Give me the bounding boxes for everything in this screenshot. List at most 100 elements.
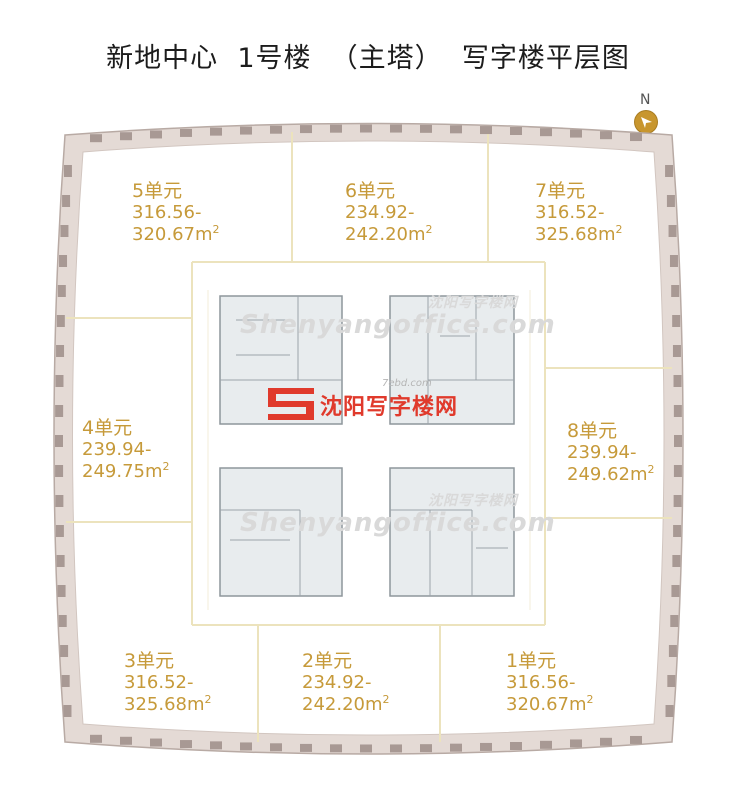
facade-block	[55, 495, 64, 507]
facade-block	[57, 285, 66, 297]
facade-block	[480, 126, 492, 135]
facade-block	[665, 165, 674, 177]
unit-area-to: 249.62	[567, 463, 630, 485]
facade-block	[62, 195, 71, 207]
unit-area-to: 320.67	[506, 693, 569, 715]
area-unit: m	[629, 463, 648, 485]
core-room-lines	[220, 296, 514, 596]
facade-block	[480, 742, 492, 751]
facade-block	[120, 132, 132, 141]
compass-arrow-icon	[635, 111, 657, 133]
core-southeast	[389, 467, 515, 597]
compass-letter: N	[640, 92, 651, 108]
unit-name: 6单元	[345, 180, 396, 202]
facade-block	[667, 675, 676, 687]
facade-block	[300, 743, 312, 752]
facade-block	[120, 736, 132, 745]
unit-area-to: 242.20	[302, 693, 365, 715]
facade-block	[450, 125, 462, 134]
facade-block	[666, 195, 675, 207]
area-unit-sup: 2	[204, 692, 212, 706]
facade-block	[330, 744, 342, 753]
facade-block	[63, 705, 72, 717]
core-southwest	[219, 467, 343, 597]
area-unit-sup: 2	[425, 222, 433, 236]
north-compass: N	[632, 92, 666, 138]
facade-block	[61, 675, 70, 687]
watermark-small: 7ebd.com	[382, 378, 432, 389]
facade-block	[300, 125, 312, 134]
unit-name: 1单元	[506, 650, 557, 672]
area-unit-sup: 2	[586, 692, 594, 706]
facade-block	[390, 124, 402, 133]
facade-block	[360, 744, 372, 753]
unit-area-to: 325.68	[124, 693, 187, 715]
unit-1[interactable]: 1单元 316.56- 320.67m2	[506, 650, 594, 715]
unit-area-to: 320.67	[132, 223, 195, 245]
unit-area-to: 325.68	[535, 223, 598, 245]
area-unit: m	[364, 693, 383, 715]
unit-4[interactable]: 4单元 239.94- 249.75m2	[82, 417, 170, 482]
unit-8[interactable]: 8单元 239.94- 249.62m2	[567, 420, 655, 485]
brand-logo-icon	[268, 388, 314, 420]
area-unit: m	[597, 223, 616, 245]
unit-name: 5单元	[132, 180, 183, 202]
unit-partitions	[66, 132, 672, 742]
facade-block	[570, 739, 582, 748]
unit-7[interactable]: 7单元 316.52- 325.68m2	[535, 180, 623, 245]
facade-block	[240, 742, 252, 751]
facade-block	[270, 125, 282, 134]
facade-block	[600, 131, 612, 140]
facade-block	[672, 315, 681, 327]
facade-block	[668, 225, 677, 237]
facade-block	[669, 255, 678, 267]
area-unit-sup: 2	[162, 459, 170, 473]
unit-area-from: 234.92-	[345, 202, 415, 224]
unit-area-from: 316.56-	[506, 672, 576, 694]
facade-block	[240, 126, 252, 135]
facade-block	[150, 738, 162, 747]
facade-block	[55, 405, 64, 417]
area-unit-sup: 2	[615, 222, 623, 236]
facade-block	[673, 405, 682, 417]
unit-area-from: 316.52-	[535, 202, 605, 224]
watermark-site-bottom: Shenyangoffice.com	[240, 508, 556, 538]
watermark-cn-bottom: 沈阳写字楼网	[428, 493, 518, 509]
facade-block	[57, 585, 66, 597]
facade-block	[330, 124, 342, 133]
unit-name: 7单元	[535, 180, 586, 202]
facade-block	[673, 375, 682, 387]
facade-block	[390, 744, 402, 753]
facade-block	[665, 705, 674, 717]
facade-block	[510, 126, 522, 135]
facade-block	[56, 315, 65, 327]
facade-block	[630, 133, 642, 142]
watermark-site-top: Shenyangoffice.com	[240, 310, 556, 340]
area-unit: m	[144, 460, 163, 482]
facade-block	[360, 124, 372, 133]
facade-block	[450, 743, 462, 752]
page-title: 新地中心 1号楼 （主塔） 写字楼平层图	[106, 43, 630, 74]
facade-block	[673, 435, 682, 447]
facade-block	[60, 645, 69, 657]
facade-block	[55, 465, 64, 477]
core-northeast	[389, 295, 515, 425]
brand-text: 沈阳写字楼网	[320, 395, 459, 420]
facade-block	[672, 555, 681, 567]
facade-block	[210, 741, 222, 750]
area-unit-sup: 2	[647, 462, 655, 476]
facade-block	[270, 743, 282, 752]
unit-3[interactable]: 3单元 316.52- 325.68m2	[124, 650, 212, 715]
facade-block	[63, 165, 72, 177]
facade-block	[672, 345, 681, 357]
facade-block	[56, 555, 65, 567]
facade-block	[510, 742, 522, 751]
facade-block	[58, 615, 67, 627]
unit-5[interactable]: 5单元 316.56- 320.67m2	[132, 180, 220, 245]
unit-6[interactable]: 6单元 234.92- 242.20m2	[345, 180, 433, 245]
area-unit: m	[568, 693, 587, 715]
facade-block	[55, 435, 64, 447]
area-unit: m	[407, 223, 426, 245]
unit-2[interactable]: 2单元 234.92- 242.20m2	[302, 650, 390, 715]
